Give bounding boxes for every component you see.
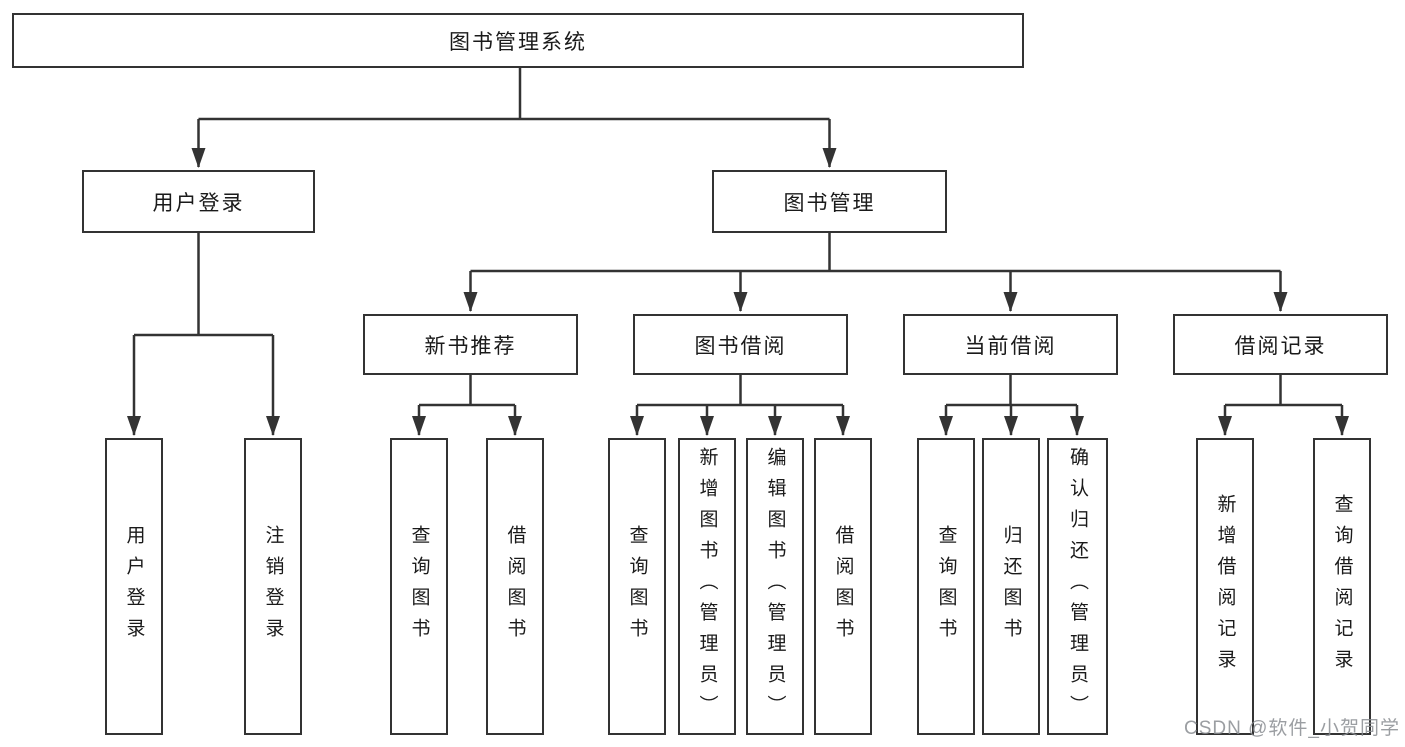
node-book-borrowing: 图书借阅 [633, 314, 848, 375]
node-borrowing-records-label: 借阅记录 [1234, 334, 1327, 358]
node-current-borrowing-label: 当前借阅 [964, 334, 1057, 358]
leaf-recommend-query-books: 查询图书 [390, 438, 448, 735]
leaf-current-query-books: 查询图书 [917, 438, 975, 735]
node-new-book-recommend-label: 新书推荐 [424, 334, 517, 358]
node-user-login-label: 用户登录 [152, 191, 245, 215]
leaf-current-return-books-label: 归还图书 [1000, 524, 1022, 649]
node-book-borrowing-label: 图书借阅 [694, 334, 787, 358]
leaf-current-confirm-return-admin: 确认归还（管理员） [1047, 438, 1108, 735]
leaf-logout-login-label: 注销登录 [262, 524, 284, 649]
leaf-logout-login: 注销登录 [244, 438, 302, 735]
node-book-management-label: 图书管理 [783, 191, 876, 215]
leaf-recommend-borrow-books: 借阅图书 [486, 438, 544, 735]
leaf-records-query-record: 查询借阅记录 [1313, 438, 1371, 735]
leaf-user-login: 用户登录 [105, 438, 163, 735]
leaf-records-add-record-label: 新增借阅记录 [1214, 493, 1236, 680]
leaf-current-return-books: 归还图书 [982, 438, 1040, 735]
node-current-borrowing: 当前借阅 [903, 314, 1118, 375]
leaf-borrowing-add-books-admin: 新增图书（管理员） [678, 438, 736, 735]
leaf-borrowing-query-books: 查询图书 [608, 438, 666, 735]
leaf-recommend-query-books-label: 查询图书 [408, 524, 430, 649]
leaf-user-login-label: 用户登录 [123, 524, 145, 649]
leaf-current-query-books-label: 查询图书 [935, 524, 957, 649]
leaf-borrowing-edit-books-admin-label: 编辑图书（管理员） [764, 447, 786, 726]
node-root: 图书管理系统 [12, 13, 1024, 68]
leaf-borrowing-edit-books-admin: 编辑图书（管理员） [746, 438, 804, 735]
node-borrowing-records: 借阅记录 [1173, 314, 1388, 375]
csdn-watermark: CSDN @软件_小贺同学 [1184, 718, 1400, 739]
leaf-records-query-record-label: 查询借阅记录 [1331, 493, 1353, 680]
leaf-recommend-borrow-books-label: 借阅图书 [504, 524, 526, 649]
leaf-current-confirm-return-admin-label: 确认归还（管理员） [1067, 447, 1088, 726]
node-new-book-recommend: 新书推荐 [363, 314, 578, 375]
node-book-management: 图书管理 [712, 170, 947, 233]
node-user-login: 用户登录 [82, 170, 315, 233]
leaf-borrowing-borrow-books-label: 借阅图书 [832, 524, 854, 649]
leaf-borrowing-query-books-label: 查询图书 [626, 524, 648, 649]
leaf-borrowing-add-books-admin-label: 新增图书（管理员） [696, 447, 718, 726]
node-root-label: 图书管理系统 [449, 30, 587, 54]
leaf-borrowing-borrow-books: 借阅图书 [814, 438, 872, 735]
leaf-records-add-record: 新增借阅记录 [1196, 438, 1254, 735]
